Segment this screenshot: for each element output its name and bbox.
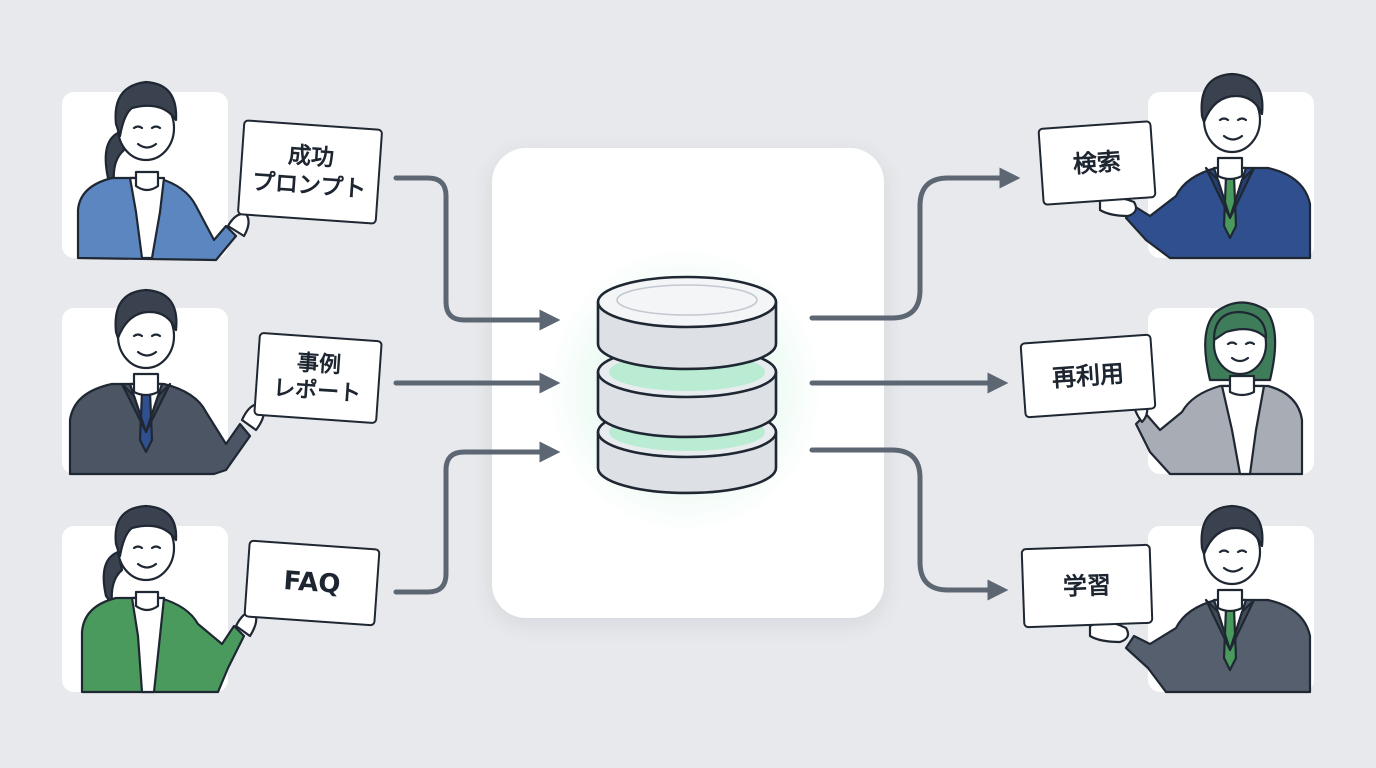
person-output-3-icon	[1088, 504, 1312, 694]
person-input-3-icon	[80, 504, 258, 694]
person-input-2-icon	[68, 288, 266, 476]
person-input-1-icon	[76, 80, 250, 262]
input-sign-3: FAQ	[243, 539, 381, 627]
input-arrow-3	[393, 441, 561, 595]
input-arrow-1	[393, 175, 561, 331]
output-sign-1: 検索	[1037, 120, 1157, 206]
input-sign-1: 成功 プロンプト	[236, 119, 384, 225]
output-sign-3: 学習	[1020, 543, 1154, 629]
input-sign-2: 事例 レポート	[253, 331, 383, 425]
person-output-2-icon	[1130, 301, 1304, 476]
output-sign-2: 再利用	[1019, 333, 1157, 419]
output-sign-2-line-1: 再利用	[1051, 359, 1125, 393]
input-sign-3-line-1: FAQ	[282, 565, 342, 600]
output-arrows	[809, 167, 1021, 601]
input-arrows	[393, 175, 561, 595]
database-icon	[596, 275, 778, 495]
output-sign-3-line-1: 学習	[1062, 571, 1112, 601]
output-arrow-3	[809, 447, 1009, 601]
input-sign-2-line-2: レポート	[272, 375, 362, 408]
person-output-1-icon	[1098, 72, 1312, 260]
output-arrow-1	[809, 167, 1021, 321]
output-sign-1-line-1: 検索	[1072, 147, 1122, 179]
